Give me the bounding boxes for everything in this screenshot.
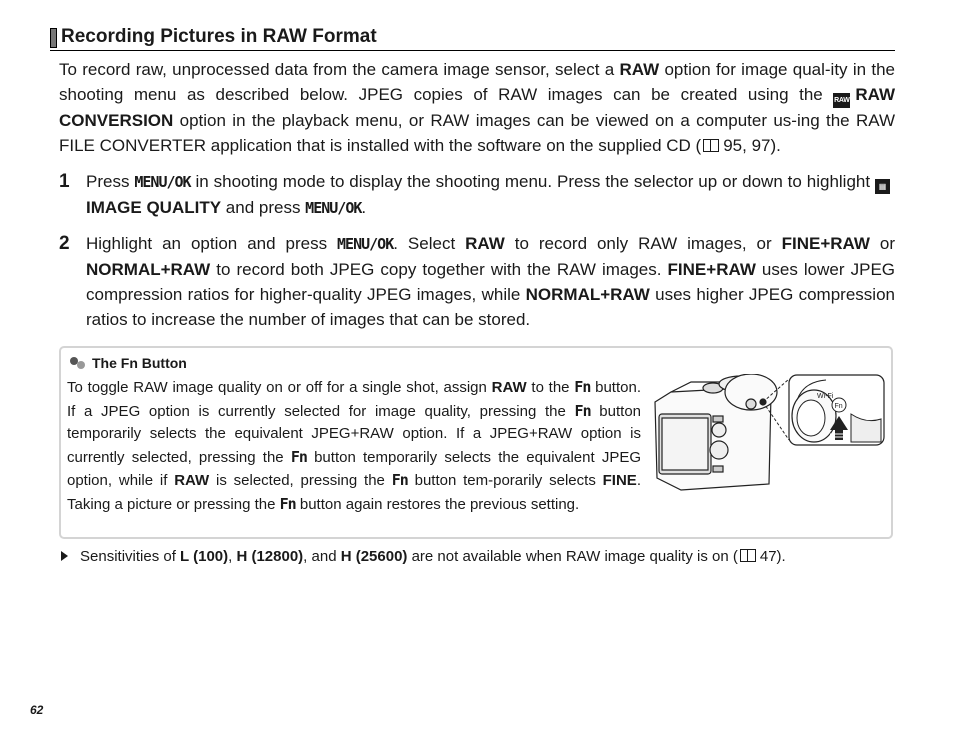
- note-arrow-icon: [61, 551, 68, 561]
- callout-lines: [762, 378, 790, 441]
- step-text: Highlight an option and press MENU/OK. S…: [86, 234, 896, 329]
- tip-icon: [70, 357, 85, 369]
- camera-fn-illustration: Wi-Fi Fn: [654, 374, 885, 491]
- step-text: Press MENU/OK in shooting mode to displa…: [86, 169, 895, 221]
- intro-paragraph: To record raw, unprocessed data from the…: [59, 60, 895, 155]
- footnote: Sensitivities of L (100), H (12800), and…: [59, 547, 895, 567]
- press-arrow-icon: [830, 416, 848, 440]
- step-number: 2: [59, 233, 70, 254]
- note-body: To toggle RAW image quality on or off fo…: [67, 378, 642, 513]
- heading-marker: [50, 28, 57, 48]
- fn-button-icon: [831, 397, 847, 413]
- raw-icon: RAW: [833, 93, 851, 108]
- section-heading: Recording Pictures in RAW Format: [50, 26, 895, 51]
- page-title: Recording Pictures in RAW Format: [61, 26, 377, 47]
- step-1: 1 Press MENU/OK in shooting mode to disp…: [59, 169, 895, 221]
- note-heading: The Fn Button: [68, 354, 187, 372]
- step-number: 1: [59, 171, 70, 192]
- book-reference-icon: [739, 549, 756, 562]
- fn-label: Fn: [835, 403, 843, 410]
- camera-body-drawing: [654, 374, 778, 491]
- fn-button-note: The Fn Button To toggle RAW image qualit…: [59, 346, 893, 539]
- step-2: 2 Highlight an option and press MENU/OK.…: [59, 231, 895, 332]
- wifi-label: Wi-Fi: [817, 393, 834, 400]
- fn-button-inset: Wi-Fi Fn: [788, 374, 885, 446]
- image-quality-icon: ▦: [875, 179, 890, 194]
- page-number: 62: [30, 703, 44, 717]
- book-reference-icon: [703, 139, 720, 152]
